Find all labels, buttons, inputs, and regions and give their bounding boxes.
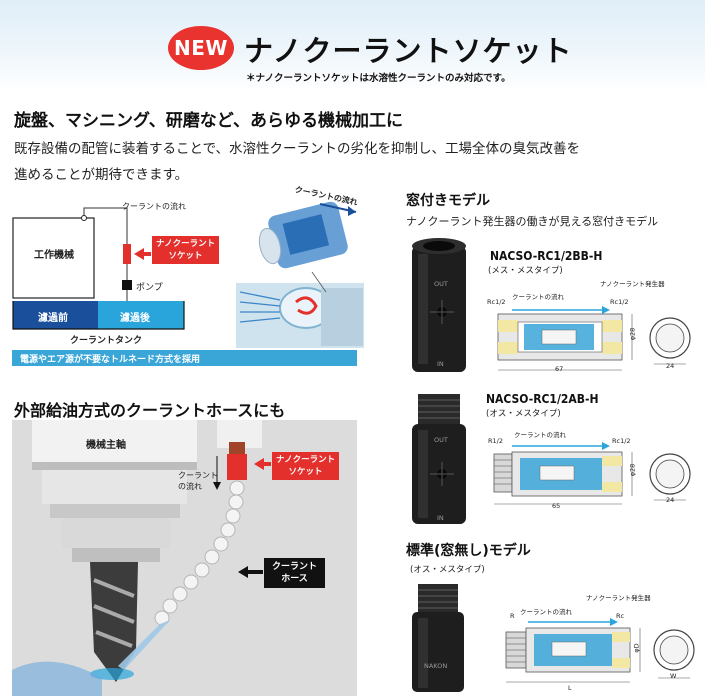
banner-text: 電源やエア源が不要なトルネード方式を採用 bbox=[20, 355, 201, 365]
tank-after-label: 濾過後 bbox=[120, 313, 150, 324]
machine-label: 工作機械 bbox=[34, 250, 74, 261]
product1-in-mark: IN bbox=[437, 360, 444, 368]
pump-mark bbox=[122, 280, 132, 290]
tank-after bbox=[98, 301, 184, 329]
windowed-title: 窓付きモデル bbox=[406, 193, 490, 209]
model1-name: NACSO-RC1/2BB-H bbox=[490, 249, 603, 263]
hose-flow-label: クーラント の流れ bbox=[178, 471, 218, 491]
headline: 旋盤、マシニング、研磨など、あらゆる機械加工に bbox=[14, 111, 403, 131]
page-title: ナノクーラントソケット bbox=[244, 34, 573, 68]
product1-out-mark: OUT bbox=[434, 280, 448, 288]
model2-hex: 24 bbox=[666, 496, 675, 504]
model1-length: 67 bbox=[555, 365, 564, 373]
product-photo-3 bbox=[412, 584, 464, 692]
product2-out-mark: OUT bbox=[434, 436, 448, 444]
intro-line-1: 既存設備の配管に装着することで、水溶性クーラントの劣化を抑制し、工場全体の臭気改… bbox=[14, 141, 581, 157]
model2-diameter: φ28 bbox=[628, 463, 637, 477]
tank-before bbox=[13, 301, 98, 329]
model1-flow: クーラントの流れ bbox=[512, 293, 564, 301]
product-photo-1 bbox=[412, 238, 466, 372]
spindle-label: 機械主軸 bbox=[86, 440, 126, 451]
pipe bbox=[83, 207, 128, 258]
model2-port-left: R1/2 bbox=[488, 437, 503, 445]
flow-label: クーラントの流れ bbox=[122, 202, 186, 211]
model1-diameter: φ28 bbox=[628, 327, 637, 341]
banner: 電源やエア源が不要なトルネード方式を採用 bbox=[12, 350, 357, 366]
standard-title: 標準(窓無し)モデル bbox=[406, 543, 531, 559]
product-photo-2 bbox=[412, 394, 466, 524]
hose-socket-label: ナノクーラント ソケット bbox=[272, 452, 340, 480]
pump-label: ポンプ bbox=[136, 283, 163, 293]
header-background bbox=[0, 0, 705, 92]
model2-port-right: Rc1/2 bbox=[612, 437, 631, 445]
coolant-circuit-diagram bbox=[12, 207, 185, 330]
machine-box bbox=[12, 217, 95, 299]
model2-name: NACSO-RC1/2AB-H bbox=[486, 392, 599, 406]
model1-type: (メス・メスタイプ) bbox=[488, 266, 563, 276]
tank-label: クーラントタンク bbox=[70, 336, 143, 346]
model1-port-left: Rc1/2 bbox=[487, 298, 506, 306]
windowed-subtitle: ナノクーラント発生器の働きが見える窓付きモデル bbox=[406, 215, 659, 228]
drawing-1 bbox=[497, 306, 691, 371]
model2-length: 65 bbox=[552, 502, 561, 510]
socket-label: ナノクーラント ソケット bbox=[152, 236, 220, 264]
title-note: ＊ナノクーラントソケットは水溶性クーラントのみ対応です。 bbox=[246, 73, 511, 84]
tank-before-label: 濾過前 bbox=[38, 313, 68, 324]
hose-label: クーラント ホース bbox=[264, 558, 326, 588]
standard-length: L bbox=[568, 684, 572, 692]
product3-brand: NAKON bbox=[424, 662, 448, 670]
new-badge: NEW bbox=[168, 26, 234, 70]
standard-diameter: φD bbox=[632, 643, 641, 653]
model1-generator: ナノクーラント発生器 bbox=[600, 280, 665, 288]
standard-port-right: Rc bbox=[616, 612, 625, 620]
model2-type: (オス・メスタイプ) bbox=[486, 409, 561, 419]
model2-flow: クーラントの流れ bbox=[514, 431, 566, 439]
vortex-illustration bbox=[236, 201, 364, 348]
section2-title: 外部給油方式のクーラントホースにも bbox=[14, 401, 286, 420]
standard-port-left: R bbox=[510, 612, 515, 620]
standard-generator: ナノクーラント発生器 bbox=[586, 594, 651, 602]
drawing-3 bbox=[505, 618, 695, 683]
standard-flow: クーラントの流れ bbox=[520, 608, 572, 616]
socket-mark bbox=[123, 244, 131, 264]
model1-hex: 24 bbox=[666, 362, 675, 370]
standard-hex: W bbox=[670, 672, 677, 680]
product2-in-mark: IN bbox=[437, 514, 444, 522]
drawing-2 bbox=[493, 442, 691, 505]
model1-port-right: Rc1/2 bbox=[610, 298, 629, 306]
standard-type: (オス・メスタイプ) bbox=[410, 565, 485, 575]
intro-line-2: 進めることが期待できます。 bbox=[14, 167, 189, 183]
